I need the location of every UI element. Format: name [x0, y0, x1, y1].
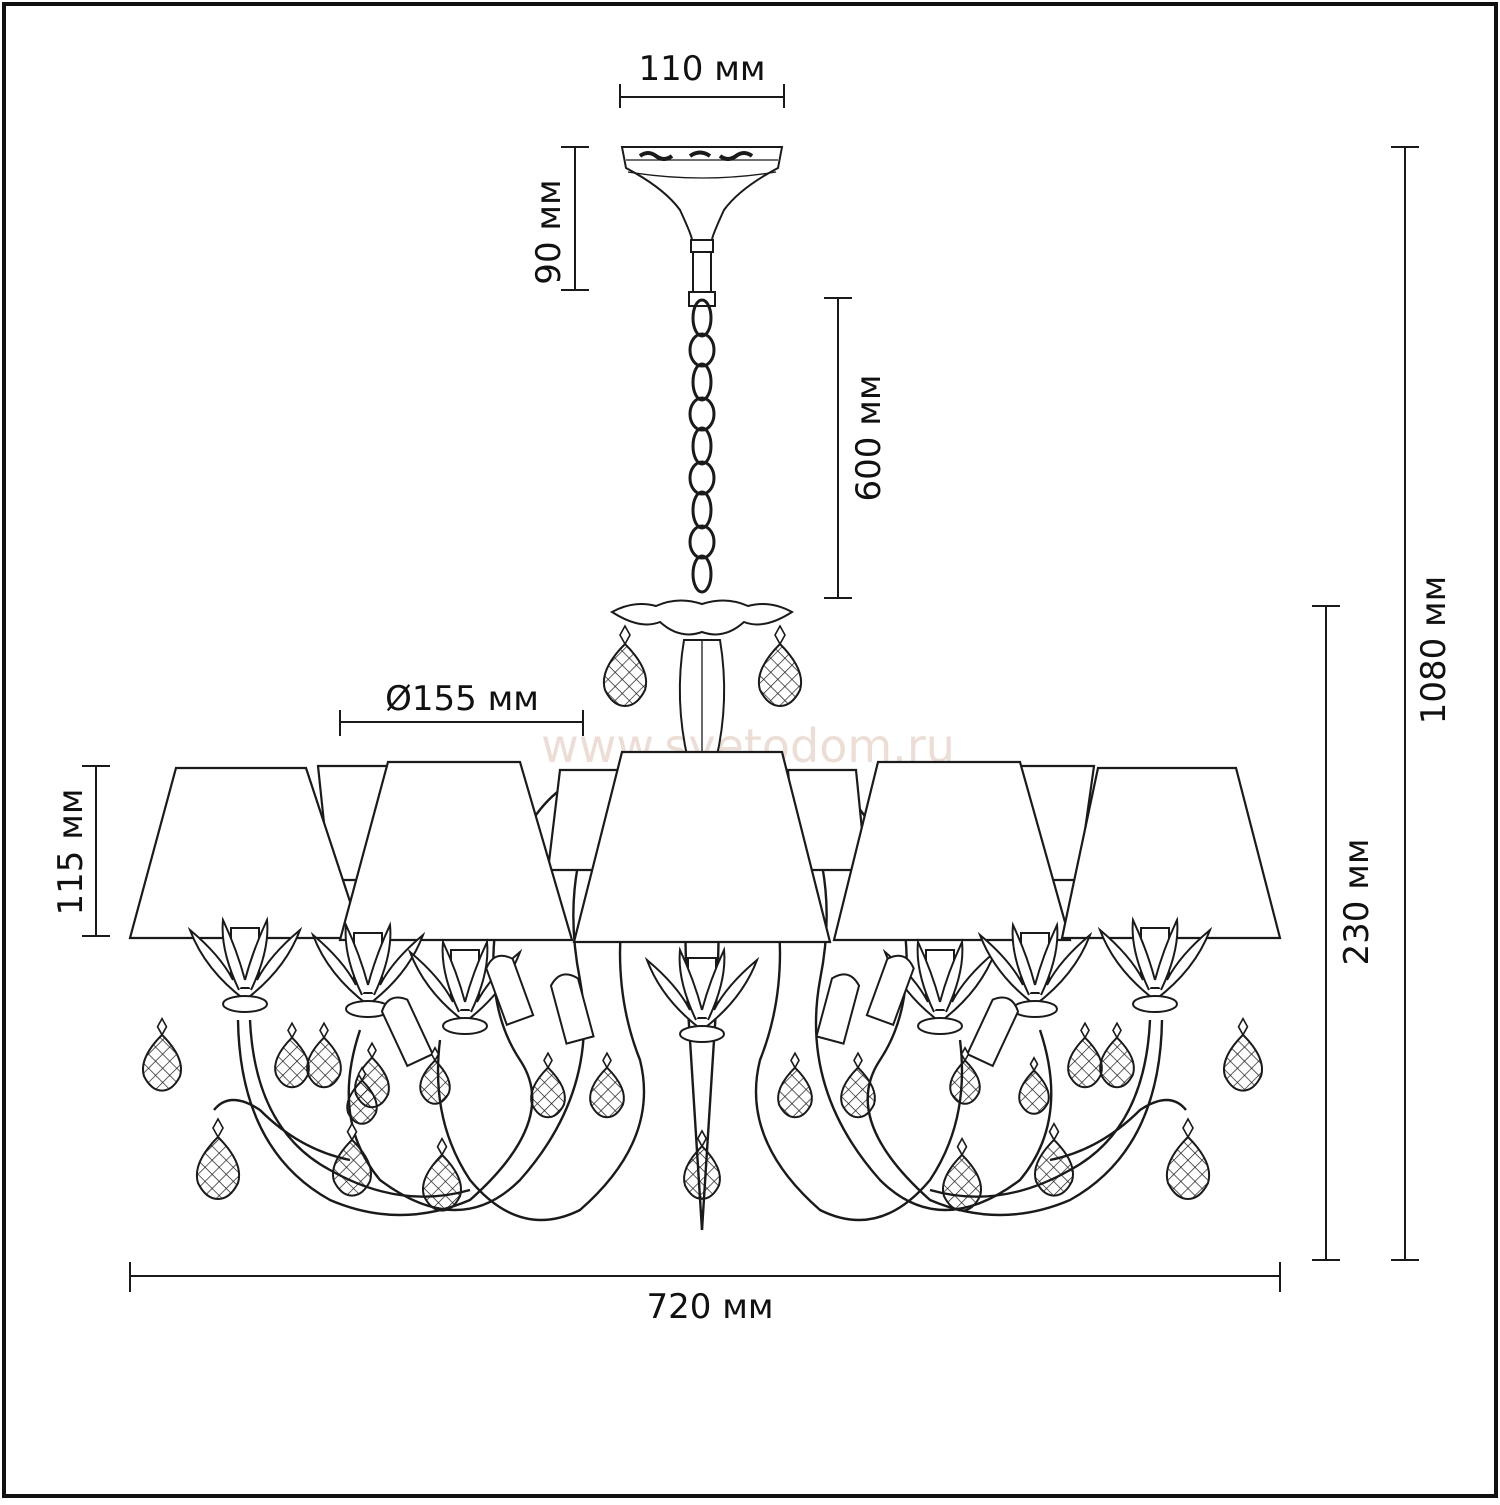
crystal-drop	[683, 1129, 721, 1200]
dim-canopy-height: 90 мм	[529, 146, 589, 291]
chain-link	[691, 298, 713, 338]
chandelier-arm	[213, 1098, 351, 1162]
crystal-pendants	[142, 624, 1263, 1212]
body-height-label: 230 мм	[1337, 838, 1377, 965]
chain-link	[688, 396, 716, 432]
lampshade	[832, 760, 1072, 942]
canopy-width-label: 110 мм	[638, 49, 765, 89]
crystal-drop	[196, 1117, 240, 1201]
lampshade	[572, 750, 832, 944]
total-width-label: 720 мм	[646, 1287, 773, 1327]
lamp-shades	[128, 750, 1282, 944]
canopy-height-label: 90 мм	[529, 179, 569, 284]
chain-link	[688, 460, 716, 496]
crystal-drop	[530, 1051, 566, 1119]
candle-cup	[187, 916, 303, 1013]
crystal-drop	[1166, 1117, 1210, 1201]
lampshade	[338, 760, 574, 942]
chandelier-arm	[1049, 1098, 1187, 1162]
candle-sleeve	[549, 973, 595, 1045]
lampshade	[1060, 766, 1282, 940]
shade-diameter-label: Ø155 мм	[385, 679, 539, 719]
candle-sleeve	[380, 996, 435, 1068]
chandelier-arm	[754, 829, 964, 1222]
chain-length-label: 600 мм	[849, 374, 889, 501]
crystal-drop	[142, 1016, 182, 1092]
crystal-drop	[949, 1046, 981, 1105]
crystal-drop	[589, 1051, 625, 1119]
shade-height-label: 115 мм	[51, 788, 91, 915]
chain-link	[691, 490, 713, 530]
crystal-drop	[603, 624, 647, 708]
dim-total-width: 720 мм	[129, 1262, 1281, 1327]
crystal-drop	[419, 1046, 451, 1105]
crystal-drop	[1034, 1121, 1074, 1197]
crystal-drop	[777, 1051, 813, 1119]
candle-cup	[977, 921, 1093, 1018]
crystal-drop	[1067, 1021, 1103, 1089]
chandelier-arm	[436, 829, 646, 1222]
chain-link	[691, 426, 713, 466]
crystal-drop	[840, 1051, 876, 1119]
chain-link	[688, 332, 716, 368]
crystal-drop	[1099, 1021, 1135, 1089]
crystal-drop	[1018, 1056, 1050, 1115]
crystal-drop	[274, 1021, 310, 1089]
dim-total-height: 1080 мм	[1391, 146, 1454, 1261]
dim-canopy-width: 110 мм	[619, 49, 785, 108]
candle-cup	[310, 921, 426, 1018]
dim-body-height: 230 мм	[1312, 605, 1377, 1261]
crystal-drop	[422, 1136, 462, 1212]
crystal-drop	[942, 1136, 982, 1212]
ceiling-canopy	[620, 146, 784, 253]
dim-shade-height: 115 мм	[51, 765, 110, 937]
crystal-drop	[346, 1066, 378, 1125]
chandelier-arm	[798, 799, 1053, 1212]
candle-cup	[1097, 916, 1213, 1013]
candle-cups	[187, 916, 1213, 1068]
chain-link	[691, 362, 713, 402]
crystal-drop	[306, 1021, 342, 1089]
candle-sleeve	[965, 996, 1020, 1068]
crystal-drop	[1223, 1016, 1263, 1092]
chain-link	[691, 554, 713, 594]
chain-link	[688, 524, 716, 560]
hanging-chain	[688, 251, 716, 594]
crystal-drop	[758, 624, 802, 708]
dim-shade-diameter: Ø155 мм	[339, 679, 584, 736]
dim-chain-length: 600 мм	[824, 297, 889, 599]
crystal-drop	[332, 1121, 372, 1197]
candle-cup	[644, 946, 760, 1043]
candle-sleeve	[815, 973, 861, 1045]
total-height-label: 1080 мм	[1414, 576, 1454, 725]
candle-sleeve	[485, 954, 535, 1027]
candle-sleeve	[865, 954, 915, 1027]
